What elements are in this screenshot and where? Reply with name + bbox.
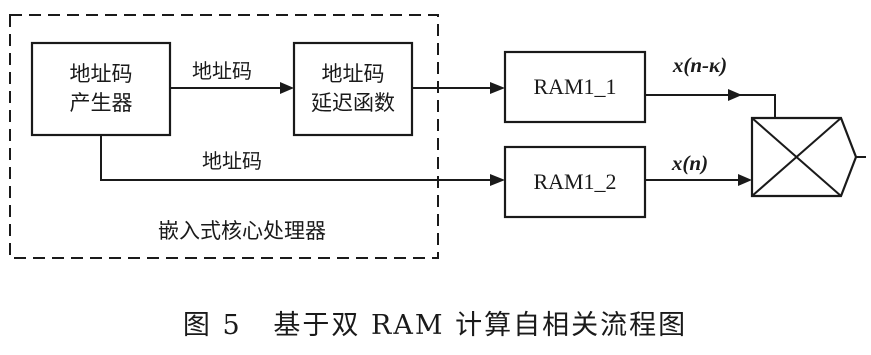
arrowhead-delay-to-ram1-1 — [490, 82, 505, 94]
address-generator-line2: 产生器 — [70, 91, 133, 115]
ram1-1-label: RAM1_1 — [533, 74, 616, 99]
signal-x-n: x(n) — [671, 151, 708, 175]
address-delay-box — [292, 41, 414, 137]
ram1-2-box — [503, 145, 647, 219]
edge-gen-to-ram1-2 — [100, 135, 492, 181]
address-delay-line2: 延迟函数 — [311, 91, 395, 115]
arrowhead-gen-to-delay — [280, 82, 294, 94]
address-generator-line1: 地址码 — [70, 62, 133, 86]
figure-caption: 图 5 基于双 RAM 计算自相关流程图 — [183, 310, 687, 341]
address-delay-line1: 地址码 — [322, 62, 385, 86]
processor-label: 嵌入式核心处理器 — [158, 219, 326, 243]
signal-x-n-minus-k: x(n-κ) — [672, 53, 727, 77]
edge-label-gen-to-delay: 地址码 — [192, 59, 252, 83]
edge-ram1-1-out — [645, 94, 776, 118]
edge-label-gen-to-ram1-2: 地址码 — [202, 149, 262, 173]
ram1-2-label: RAM1_2 — [533, 169, 616, 194]
processor-boundary — [9, 14, 439, 259]
ram1-1-box — [503, 50, 647, 124]
multiplier-icon — [750, 116, 866, 198]
arrowhead-ram1-1-out — [728, 89, 742, 101]
arrowhead-gen-to-ram1-2 — [490, 174, 505, 186]
arrowhead-ram1-2-out — [738, 174, 752, 186]
address-generator-box — [30, 41, 172, 137]
